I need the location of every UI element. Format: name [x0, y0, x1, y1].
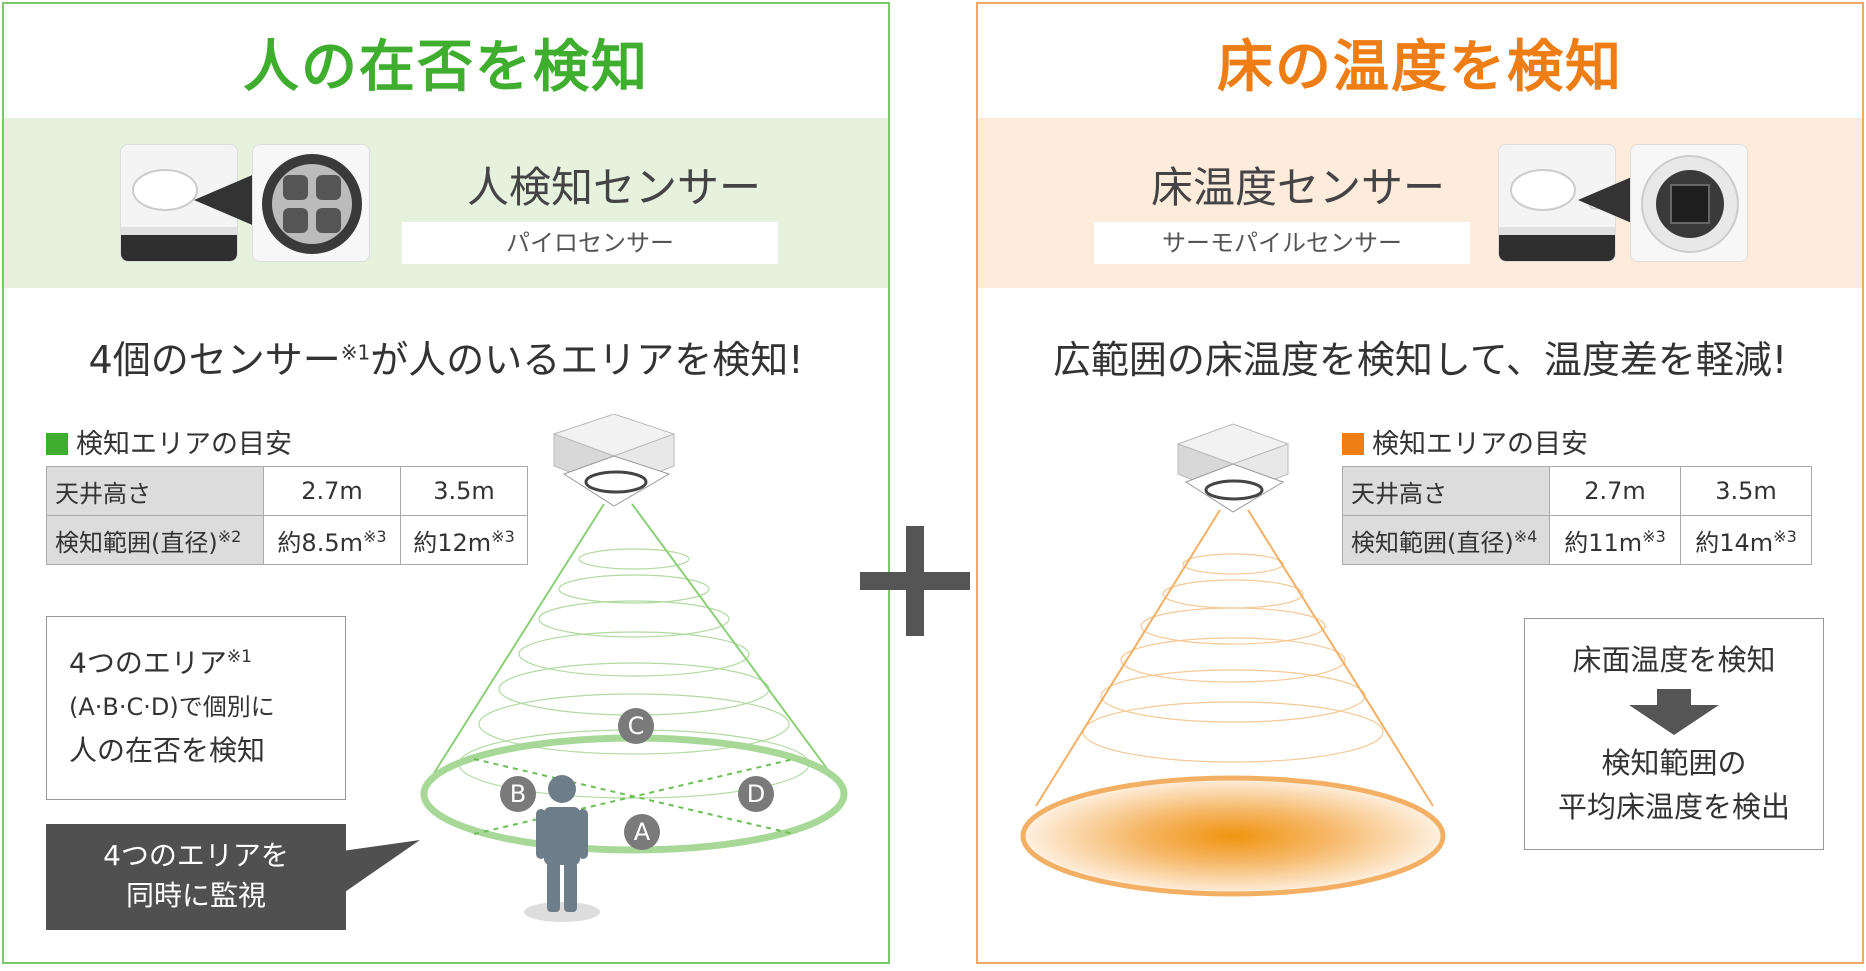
info-line: 人の在否を検知 — [69, 734, 266, 768]
info-line: 4つのエリア※1 — [69, 635, 323, 685]
footnote-mark: ※3 — [491, 526, 515, 546]
table-label: 検知エリアの目安 — [1342, 422, 1588, 461]
table-cell: 3.5m — [1680, 466, 1812, 516]
area-info-box: 4つのエリア※1 (A·B·C·D)で個別に 人の在否を検知 — [46, 616, 346, 800]
headline-pre: 4個のセンサー — [88, 338, 341, 382]
headline-post: が人のいるエリアを検知! — [370, 338, 804, 382]
table-cell: 約8.5m※3 — [263, 515, 401, 565]
table-cell: 約14m※3 — [1680, 515, 1812, 565]
ceiling-ac-unit-icon — [552, 414, 676, 507]
flow-box: 床面温度を検知 検知範囲の 平均床温度を検出 — [1524, 618, 1824, 850]
arrow-down-icon — [1629, 689, 1719, 735]
table-row: 検知範囲(直径)※2 約8.5m※3 約12m※3 — [46, 515, 528, 565]
flow-top-text: 床面温度を検知 — [1572, 643, 1776, 677]
sensor-title: 人検知センサー — [466, 163, 761, 212]
pyro-sensor-photo — [252, 144, 370, 262]
person-figure-icon — [536, 775, 588, 912]
flow-bottom-line: 検知範囲の — [1601, 746, 1747, 780]
callout-pointer — [342, 840, 420, 894]
footnote-mark: ※4 — [1513, 526, 1538, 546]
table-label-text: 検知エリアの目安 — [1372, 429, 1588, 460]
info-line: (A·B·C·D)で個別に — [69, 693, 275, 722]
cell-text: 約8.5m — [277, 528, 363, 557]
flow-bottom-line: 平均床温度を検出 — [1557, 790, 1790, 824]
ceiling-ac-unit-icon — [1176, 423, 1290, 513]
detection-range-table: 天井高さ 2.7m 3.5m 検知範囲(直径)※4 約11m※3 約14m※3 — [1342, 466, 1812, 565]
ac-unit-photo — [120, 144, 238, 262]
cell-text: 検知範囲(直径) — [1351, 528, 1514, 557]
table-cell: 検知範囲(直径)※4 — [1342, 515, 1550, 565]
info-text: 4つのエリア — [69, 646, 227, 680]
sensor-subtitle: パイロセンサー — [402, 222, 778, 264]
footnote-mark: ※3 — [362, 526, 387, 546]
area-badge-d: D — [738, 776, 774, 812]
thermopile-sensor-photo — [1630, 144, 1748, 262]
orange-square-icon — [1342, 433, 1364, 455]
sensor-subtitle: サーモパイルセンサー — [1094, 222, 1470, 264]
callout-line: 同時に監視 — [125, 879, 266, 912]
table-cell: 天井高さ — [1342, 466, 1550, 516]
footnote-mark: ※2 — [217, 526, 242, 546]
zoom-pointer — [194, 170, 264, 230]
footnote-mark: ※1 — [340, 340, 371, 365]
footnote-mark: ※3 — [1642, 526, 1666, 546]
table-cell: 約12m※3 — [400, 515, 528, 565]
panel-title: 人の在否を検知 — [243, 35, 649, 100]
table-label: 検知エリアの目安 — [46, 422, 292, 461]
sensor-band: 人検知センサー パイロセンサー — [4, 118, 888, 288]
sensor-title: 床温度センサー — [1150, 163, 1445, 212]
headline: 4個のセンサー※1が人のいるエリアを検知! — [4, 329, 888, 384]
sensor-band: 床温度センサー サーモパイルセンサー — [978, 118, 1862, 288]
table-cell: 2.7m — [263, 466, 401, 516]
area-badge-a: A — [624, 814, 660, 850]
cell-text: 約11m — [1564, 528, 1643, 557]
callout-line: 4つのエリアを — [103, 839, 289, 872]
table-row: 天井高さ 2.7m 3.5m — [1342, 466, 1812, 516]
table-cell: 2.7m — [1549, 466, 1681, 516]
footnote-mark: ※1 — [226, 647, 252, 667]
table-cell: 約11m※3 — [1549, 515, 1681, 565]
callout-box: 4つのエリアを 同時に監視 — [46, 824, 346, 930]
detection-cone-illustration — [420, 414, 848, 922]
floor-temp-cone-illustration — [1020, 423, 1446, 897]
panel-title: 床の温度を検知 — [1217, 35, 1623, 100]
area-badge-b: B — [500, 776, 536, 812]
table-cell: 検知範囲(直径)※2 — [46, 515, 264, 565]
area-badge-c: C — [618, 708, 654, 744]
footnote-mark: ※3 — [1773, 526, 1797, 546]
cell-text: 約14m — [1695, 528, 1774, 557]
cell-text: 検知範囲(直径) — [55, 528, 218, 557]
floor-temperature-panel: 床の温度を検知 床温度センサー サーモパイルセンサー 広範囲の床温度を検 — [976, 2, 1864, 964]
green-square-icon — [46, 433, 68, 455]
person-detection-panel: 人の在否を検知 人検知センサー パイロセンサー — [2, 2, 890, 964]
table-row: 検知範囲(直径)※4 約11m※3 約14m※3 — [1342, 515, 1812, 565]
table-cell: 天井高さ — [46, 466, 264, 516]
cell-text: 約12m — [413, 528, 492, 557]
table-label-text: 検知エリアの目安 — [76, 429, 292, 460]
headline: 広範囲の床温度を検知して、温度差を軽減! — [1052, 338, 1788, 382]
detection-range-table: 天井高さ 2.7m 3.5m 検知範囲(直径)※2 約8.5m※3 約12m※3 — [46, 466, 528, 565]
plus-icon-bar — [860, 572, 970, 590]
